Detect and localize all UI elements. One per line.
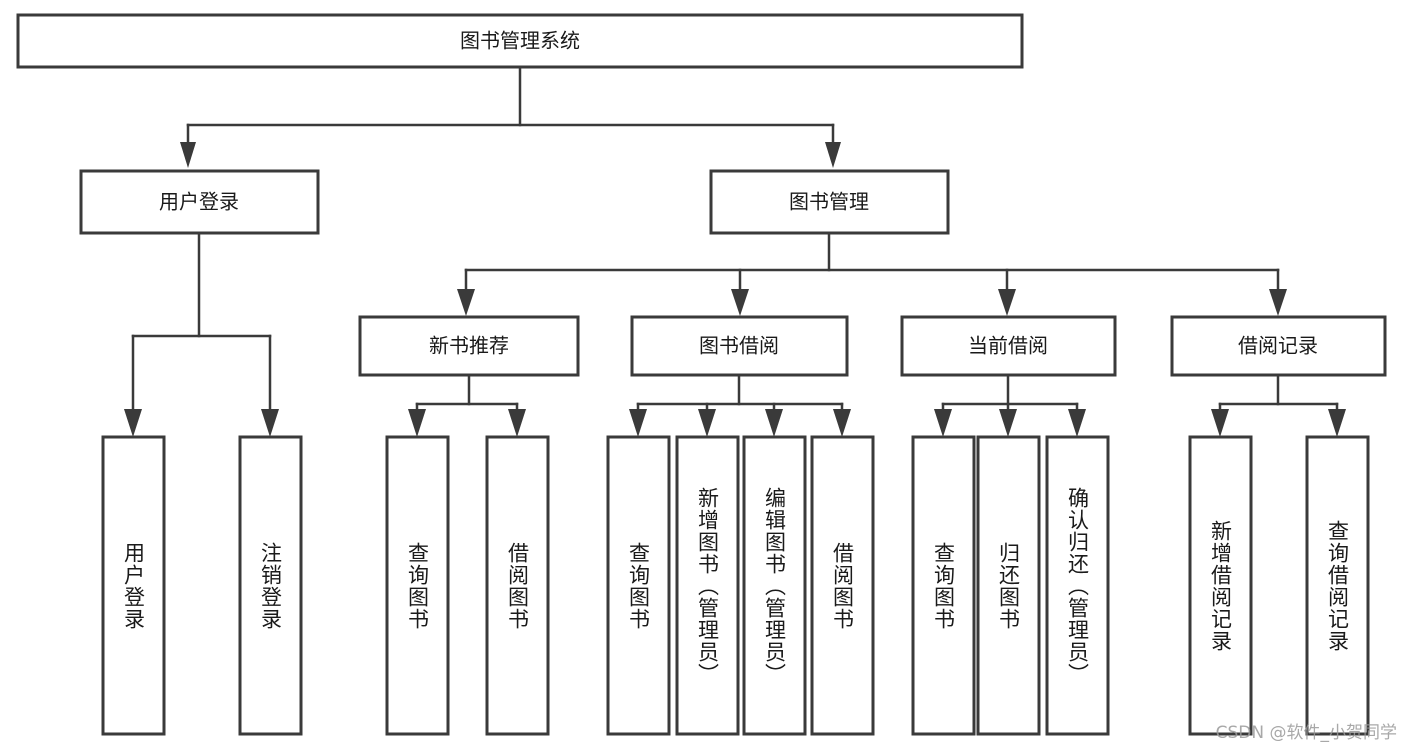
leaf-query-book-1[interactable]: [385, 435, 450, 736]
connector-group-user-login: [124, 231, 279, 437]
csdn-watermark: CSDN @软件_小贺同学: [1215, 723, 1397, 743]
leaf-borrow-book-1[interactable]: [485, 435, 550, 736]
leaf-add-book-admin[interactable]: [675, 435, 740, 736]
connector-group-new-book-recommend: [408, 373, 526, 437]
node-book-management[interactable]: 图书管理: [709, 169, 950, 235]
node-borrow-record-label: 借阅记录: [1238, 334, 1318, 358]
node-user-login[interactable]: 用户登录: [79, 169, 320, 235]
leaf-query-book-3[interactable]: [911, 435, 976, 736]
node-book-management-system[interactable]: 图书管理系统: [16, 13, 1024, 69]
node-user-login-label: 用户登录: [159, 190, 239, 214]
leaf-edit-book-admin[interactable]: [742, 435, 807, 736]
node-current-borrow[interactable]: 当前借阅: [900, 315, 1117, 377]
node-book-management-system-label: 图书管理系统: [460, 29, 580, 53]
leaf-user-login[interactable]: [101, 435, 166, 736]
connector-group-book-borrow: [629, 373, 851, 437]
leaf-return-book[interactable]: [976, 435, 1041, 736]
node-book-borrow-label: 图书借阅: [699, 334, 779, 358]
node-new-book-recommend[interactable]: 新书推荐: [358, 315, 580, 377]
node-book-borrow[interactable]: 图书借阅: [630, 315, 849, 377]
node-new-book-recommend-label: 新书推荐: [429, 334, 509, 358]
leaf-query-borrow-record[interactable]: [1305, 435, 1370, 736]
node-current-borrow-label: 当前借阅: [968, 334, 1048, 358]
connector-group-borrow-record: [1211, 373, 1346, 437]
connector-group-root: [180, 65, 841, 168]
node-book-management-label: 图书管理: [789, 190, 869, 214]
leaf-query-book-2[interactable]: [606, 435, 671, 736]
connector-group-book-management: [457, 231, 1287, 316]
leaf-add-borrow-record[interactable]: [1188, 435, 1253, 736]
connector-group-current-borrow: [934, 373, 1086, 437]
node-borrow-record[interactable]: 借阅记录: [1170, 315, 1387, 377]
leaf-logout[interactable]: [238, 435, 303, 736]
leaf-confirm-return-admin[interactable]: [1045, 435, 1110, 736]
leaf-borrow-book-2[interactable]: [810, 435, 875, 736]
